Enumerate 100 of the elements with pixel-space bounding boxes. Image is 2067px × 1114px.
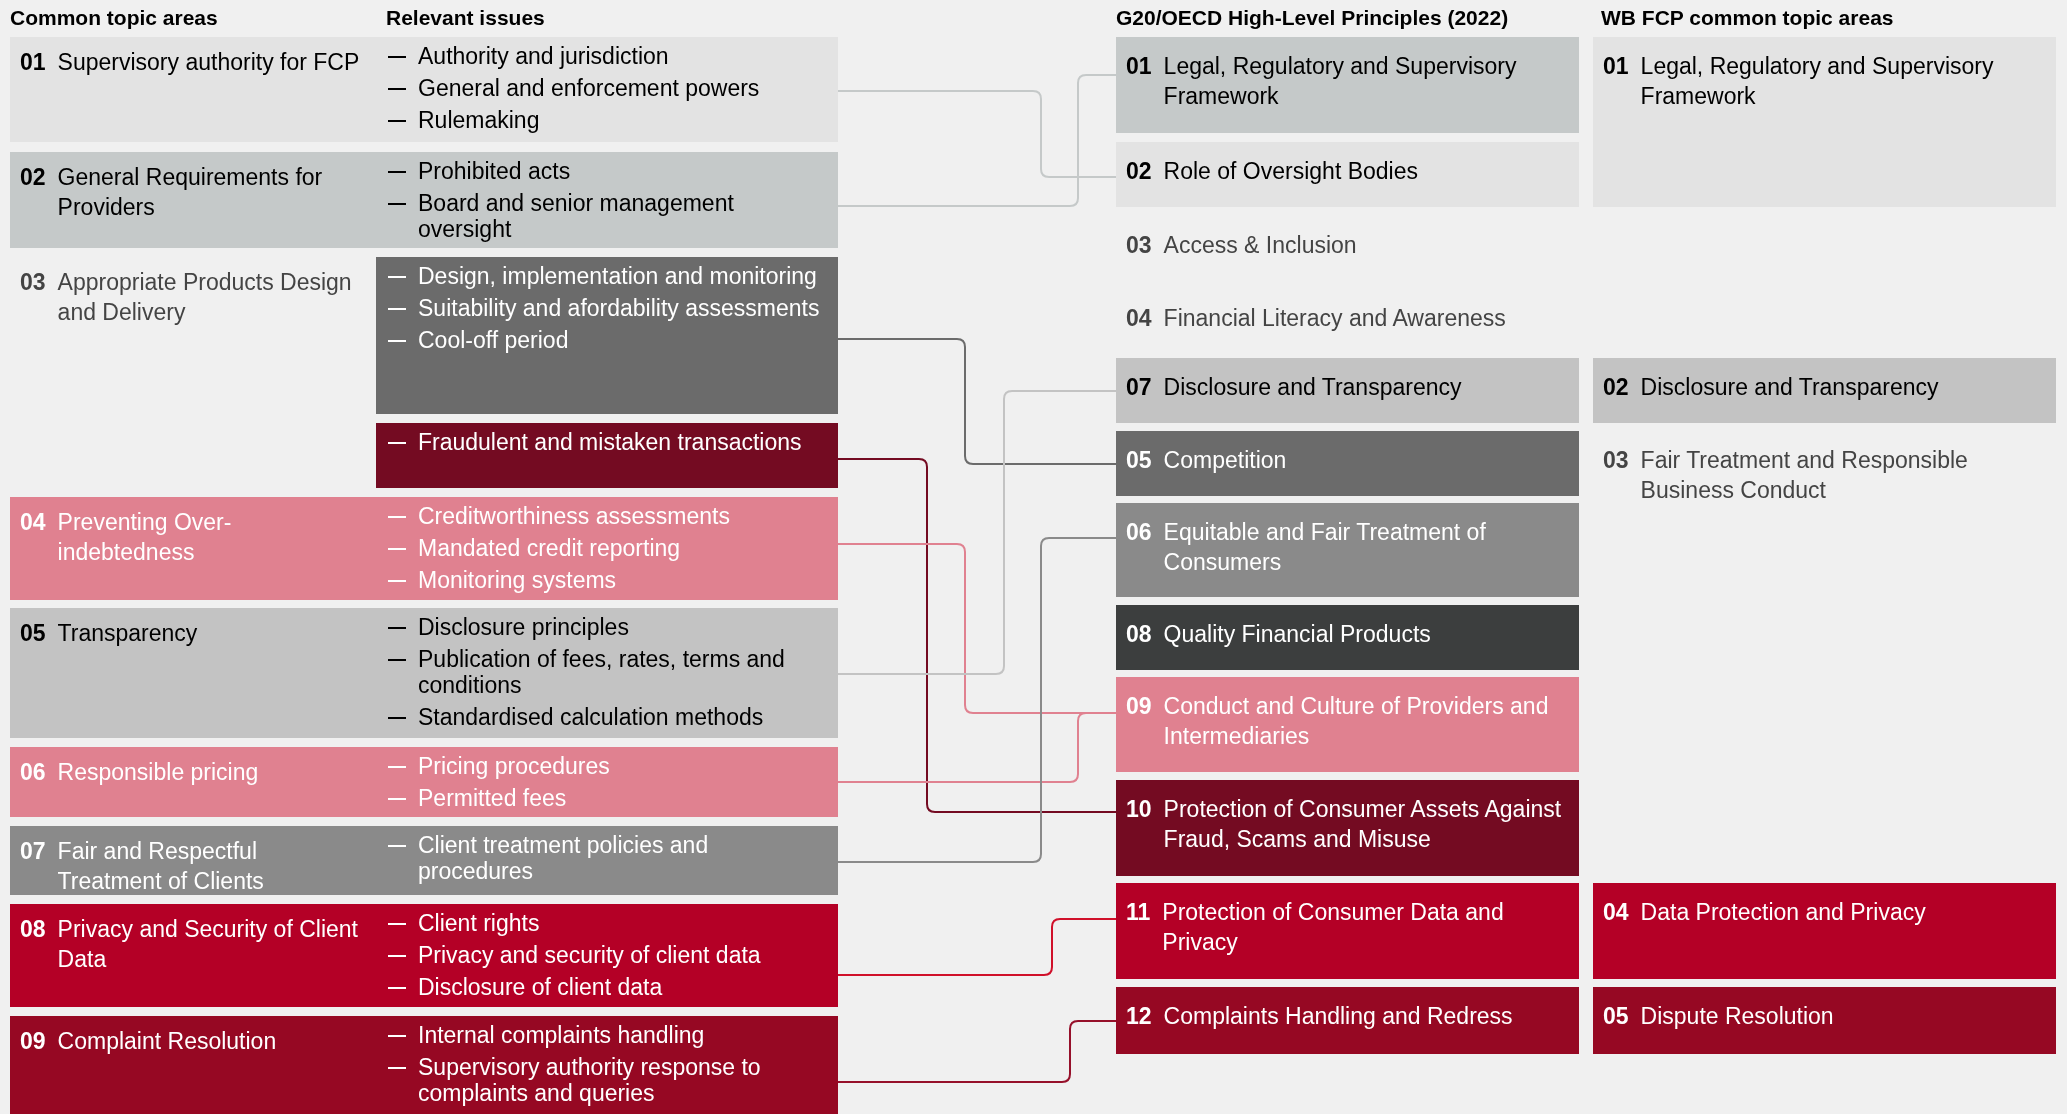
issue-text: Creditworthiness assessments (418, 503, 730, 529)
connector-line (837, 74, 1117, 207)
item-number: 08 (1126, 620, 1152, 649)
issue-text: Mandated credit reporting (418, 535, 681, 561)
issues-box (376, 257, 838, 414)
issue-text: Standardised calculation methods (418, 704, 764, 730)
topic-area-box (10, 747, 376, 817)
item-number: 02 (20, 163, 46, 192)
issues-box (376, 497, 838, 600)
connector-line (837, 390, 1117, 675)
principle-box (1116, 605, 1579, 670)
item-title: Fair and Respectful Treatment of Clients (57, 837, 265, 896)
item-title: Fair Treatment and Responsible Business Conduct (1640, 446, 1969, 505)
item-title: Role of Oversight Bodies (1163, 157, 1418, 186)
item-number: 11 (1126, 898, 1151, 927)
issue-text: Cool-off period (418, 327, 569, 353)
issue-text: Pricing procedures (418, 753, 610, 779)
topic-area-box (10, 497, 376, 600)
item-title: Financial Literacy and Awareness (1163, 304, 1506, 333)
issue-text: Prohibited acts (418, 158, 571, 184)
issue-text: Authority and jurisdiction (418, 43, 669, 69)
item-title: Appropriate Products Design and Delivery (57, 268, 353, 327)
item-number: 05 (1126, 446, 1152, 475)
item-title: Conduct and Culture of Providers and Intermediaries (1163, 692, 1550, 751)
item-number: 02 (1126, 157, 1152, 186)
principle-box (1116, 431, 1579, 496)
principle-box (1116, 503, 1579, 597)
issue-text: Client treatment policies and procedures (418, 832, 710, 884)
connector-line (837, 918, 1117, 976)
topic-area-box (10, 826, 376, 895)
item-number: 05 (1603, 1002, 1629, 1031)
item-title: Disclosure and Transparency (1640, 373, 1939, 402)
issues-box (376, 826, 838, 895)
item-title: Supervisory authority for FCP (57, 48, 360, 77)
item-number: 01 (20, 48, 46, 77)
item-title: Quality Financial Products (1163, 620, 1431, 649)
issues-box (376, 152, 838, 248)
item-number: 03 (1126, 231, 1152, 260)
issues-box (376, 37, 838, 142)
item-number: 03 (1603, 446, 1629, 475)
wb-topic-box (1593, 883, 2056, 979)
connector-line (837, 90, 1117, 178)
topic-area-box (10, 608, 376, 738)
item-title: Transparency (57, 619, 198, 648)
item-title: Legal, Regulatory and Supervisory Framework (1163, 52, 1518, 111)
item-number: 06 (1126, 518, 1152, 547)
item-number: 08 (20, 915, 46, 944)
column-heading: Common topic areas (10, 6, 218, 30)
item-number: 01 (1603, 52, 1629, 81)
item-number: 10 (1126, 795, 1152, 824)
item-title: Data Protection and Privacy (1640, 898, 1926, 927)
issue-text: Client rights (418, 910, 540, 936)
item-title: Protection of Consumer Assets Against Fraud, Scams and Misuse (1163, 795, 1563, 854)
issue-text: Monitoring systems (418, 567, 617, 593)
item-title: Legal, Regulatory and Supervisory Framework (1640, 52, 1995, 111)
principle-box (1116, 780, 1579, 876)
item-number: 02 (1603, 373, 1629, 402)
issues-box (376, 423, 838, 488)
item-title: Equitable and Fair Treatment of Consumers (1163, 518, 1487, 577)
issue-text: General and enforcement powers (418, 75, 760, 101)
principle-box (1116, 358, 1579, 423)
topic-area-box (10, 904, 376, 1007)
item-number: 07 (1126, 373, 1152, 402)
principle-box (1116, 142, 1579, 207)
item-title: Access & Inclusion (1163, 231, 1357, 260)
item-title: Protection of Consumer Data and Privacy (1162, 898, 1505, 957)
column-heading: G20/OECD High-Level Principles (2022) (1116, 6, 1509, 30)
item-title: Responsible pricing (57, 758, 259, 787)
issues-box (376, 1016, 838, 1114)
connector-line (837, 537, 1117, 863)
issues-box (376, 608, 838, 738)
topic-area-box (10, 1016, 376, 1114)
wb-topic-box (1593, 358, 2056, 423)
item-title: Disclosure and Transparency (1163, 373, 1462, 402)
item-number: 04 (1126, 304, 1152, 333)
principle-box (1116, 883, 1579, 979)
item-number: 04 (20, 508, 46, 537)
principle-box (1116, 677, 1579, 772)
issue-text: Board and senior management oversight (418, 190, 735, 242)
connector-line (837, 338, 1117, 465)
item-title: Competition (1163, 446, 1287, 475)
issue-text: Rulemaking (418, 107, 540, 133)
item-title: Preventing Over-indebtedness (57, 508, 233, 567)
issue-text: Internal complaints handling (418, 1022, 705, 1048)
principle-box (1116, 37, 1579, 133)
item-title: Complaints Handling and Redress (1163, 1002, 1513, 1031)
item-number: 04 (1603, 898, 1629, 927)
principle-box (1116, 987, 1579, 1054)
connector-line (837, 712, 1117, 783)
issue-text: Disclosure of client data (418, 974, 663, 1000)
item-title: Complaint Resolution (57, 1027, 277, 1056)
issue-text: Privacy and security of client data (418, 942, 761, 968)
item-number: 07 (20, 837, 46, 866)
issue-text: Disclosure principles (418, 614, 629, 640)
connector-line (837, 458, 1117, 813)
issues-box (376, 747, 838, 817)
issue-text: Suitability and afordability assessments (418, 295, 820, 321)
column-heading: Relevant issues (386, 6, 545, 30)
issue-text: Publication of fees, rates, terms and conditions (418, 646, 786, 698)
item-number: 09 (1126, 692, 1152, 721)
